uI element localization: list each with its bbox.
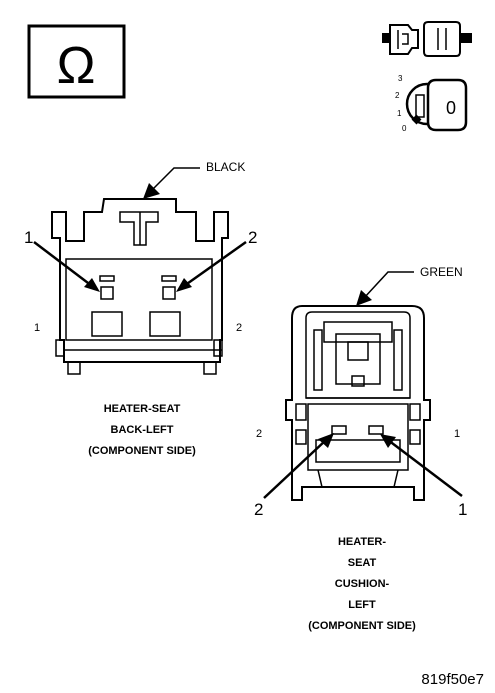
pin-arrow-label-1: 1 [24,228,33,247]
figure-id: 819f50e7 [421,671,484,688]
caption-line-1: HEATER-SEAT [104,403,181,415]
caption-line-3: (COMPONENT SIDE) [88,445,196,457]
ohmmeter-icon: Ω [27,24,126,99]
pin-side-label-2: 2 [236,322,242,334]
pin-side-label-1: 1 [454,428,460,440]
pin-arrow-label-2: 2 [248,228,257,247]
caption-line-2: BACK-LEFT [111,424,174,436]
ohm-symbol: Ω [57,37,96,95]
caption-line-2: SEAT [348,557,377,569]
ignition-pos-2: 2 [395,91,400,100]
caption-line-4: LEFT [348,599,376,611]
pin-side-label-1: 1 [34,322,40,334]
caption-line-3: CUSHION- [335,578,390,590]
caption-line-5: (COMPONENT SIDE) [308,620,416,632]
pin-arrow-label-2: 2 [254,500,263,519]
ignition-pos-1: 1 [397,109,402,118]
disconnected-connector-icon [382,21,472,57]
callout-green: GREEN [420,265,463,279]
pin-arrow-label-1: 1 [458,500,467,519]
ignition-pos-0: 0 [402,124,407,133]
callout-black: BLACK [206,160,245,174]
heater-seat-cushion-connector: GREEN 2 1 2 1 HEATER- SEAT [254,265,467,632]
ignition-pos-3: 3 [398,74,403,83]
ignition-off-label: 0 [446,98,456,118]
heater-seat-back-connector: BLACK 1 2 1 2 HEATER-SEAT BACK-LEFT (C [24,160,257,457]
ignition-key-icon: 3 2 1 0 0 [395,74,468,133]
caption-line-1: HEATER- [338,536,386,548]
pin-side-label-2: 2 [256,428,262,440]
